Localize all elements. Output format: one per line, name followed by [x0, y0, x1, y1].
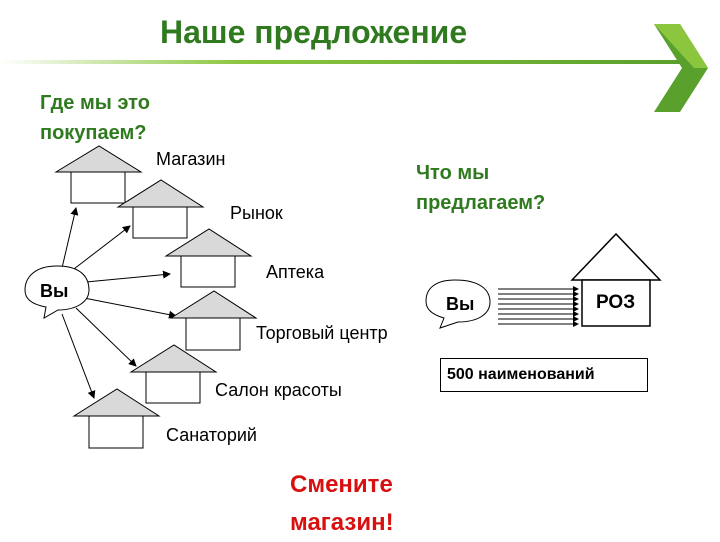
question-what-line-2: предлагаем?: [416, 192, 546, 214]
label-mall: Торговый центр: [256, 323, 388, 343]
roz-label: РОЗ: [596, 292, 636, 313]
house-shop: [54, 145, 143, 204]
label-beauty-salon: Салон красоты: [215, 380, 342, 400]
you-label-left: Вы: [40, 281, 69, 301]
arrow-to-pharmacy: [85, 270, 171, 283]
house-market: [116, 179, 205, 239]
question-what: Что мы предлагаем?: [416, 158, 545, 218]
label-shop: Магазин: [156, 149, 226, 169]
assortment-text: 500 наименований: [447, 366, 595, 383]
you-bubble-right: [425, 279, 491, 329]
arrows-to-places: [61, 207, 177, 399]
house-roz: [570, 232, 662, 327]
arrows-to-roz: [498, 286, 579, 327]
call-to-action-line-2: магазин!: [290, 509, 394, 536]
house-pharmacy: [164, 228, 253, 288]
you-bubble-left: [24, 265, 90, 319]
arrow-to-mall: [83, 297, 177, 319]
label-sanatorium: Санаторий: [166, 425, 257, 445]
house-beauty-salon: [129, 344, 218, 404]
chevron-arrow-icon: [654, 24, 708, 112]
arrow-to-sanatorium: [61, 313, 96, 399]
you-label-right: Вы: [446, 294, 475, 314]
assortment-box: 500 наименований: [440, 358, 648, 392]
question-where-line-1: Где мы это: [40, 92, 150, 114]
call-to-action: Смените магазин!: [290, 466, 394, 542]
call-to-action-line-1: Смените: [290, 471, 393, 498]
arrow-to-market: [69, 225, 131, 273]
arrow-to-beauty-salon: [75, 307, 137, 367]
page-title: Наше предложение: [160, 14, 468, 50]
house-sanatorium: [72, 388, 161, 449]
arrow-to-shop: [61, 207, 79, 269]
label-market: Рынок: [230, 203, 283, 223]
title-divider: [0, 60, 680, 64]
question-what-line-1: Что мы: [416, 162, 490, 184]
question-where: Где мы это покупаем?: [40, 88, 150, 148]
question-where-line-2: покупаем?: [40, 122, 147, 144]
label-pharmacy: Аптека: [266, 262, 325, 282]
house-mall: [169, 290, 258, 351]
